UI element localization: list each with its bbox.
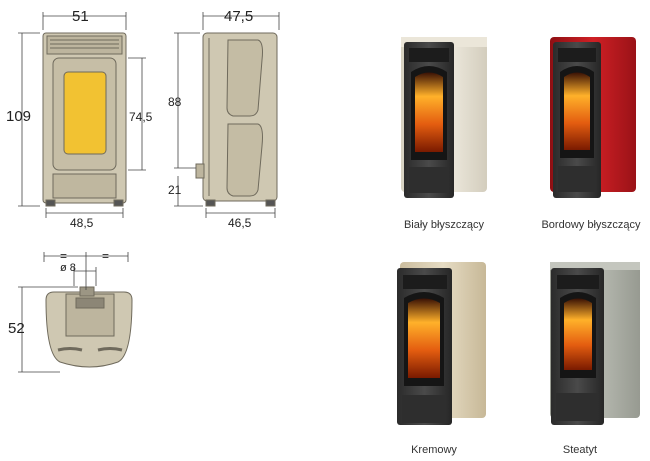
dimension-front-base-width: 48,5	[70, 216, 94, 230]
caption-bordowy: Bordowy błyszczący	[541, 219, 641, 231]
caption-bialy: Biały błyszczący	[403, 219, 485, 231]
stove-photo-kremowy	[397, 262, 486, 425]
stove-photo-bialy	[401, 37, 487, 198]
front-dimension-lines	[18, 12, 146, 218]
dimension-side-base-width: 46,5	[228, 216, 252, 230]
caption-kremowy: Kremowy	[411, 444, 457, 456]
side-view-drawing	[195, 32, 278, 207]
dimension-side-width: 47,5	[224, 8, 254, 25]
side-dimension-lines	[174, 12, 280, 218]
dimension-front-width: 51	[72, 8, 89, 25]
top-view-drawing	[45, 286, 133, 368]
dimension-door-height: 74,5	[129, 110, 153, 124]
top-dimension-lines	[18, 252, 129, 373]
dimension-side-height: 88	[168, 95, 182, 109]
front-view-drawing	[42, 32, 127, 207]
dimension-top-depth: 52	[8, 320, 25, 337]
dimension-top-symbol-left: =	[60, 249, 68, 263]
dimension-top-symbol-right: =	[102, 249, 110, 263]
dimension-front-height: 109	[6, 108, 32, 125]
dimension-side-outlet-height: 21	[168, 183, 182, 197]
stove-photo-bordowy	[550, 37, 636, 198]
stove-photo-steatyt	[550, 262, 640, 425]
dimension-top-diameter: ø 8	[60, 262, 76, 274]
caption-steatyt: Steatyt	[562, 444, 598, 456]
